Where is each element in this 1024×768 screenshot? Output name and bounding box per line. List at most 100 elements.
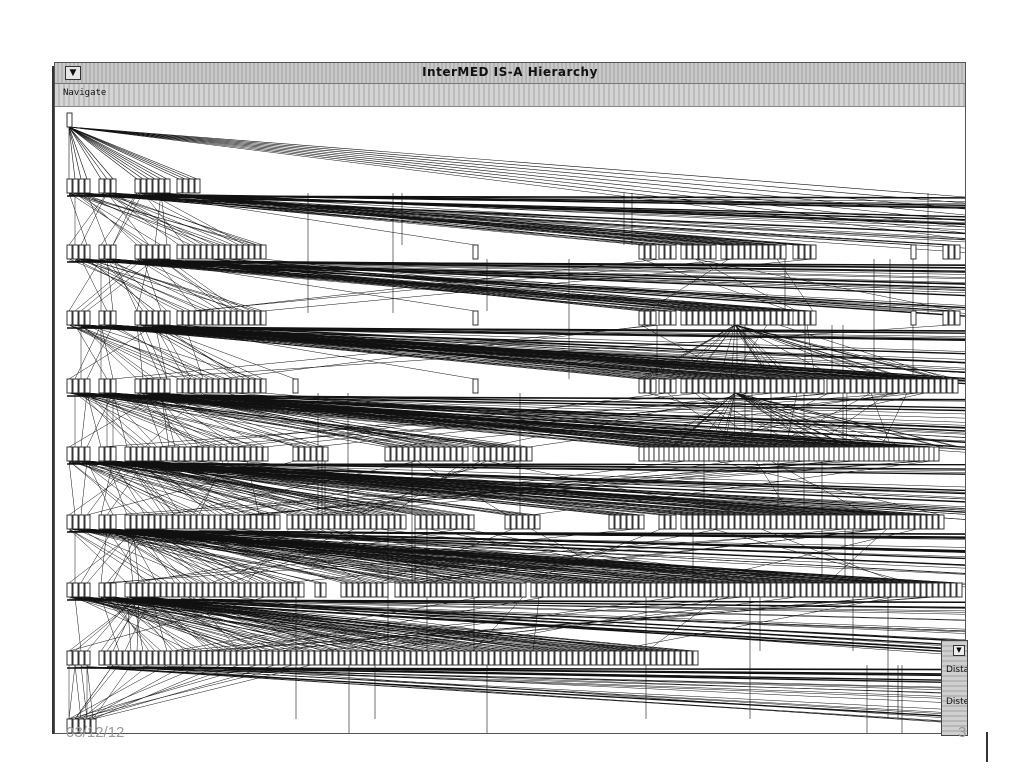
concept-node[interactable]	[728, 310, 735, 326]
concept-node[interactable]	[868, 378, 875, 394]
concept-node[interactable]	[502, 446, 509, 462]
concept-node[interactable]	[698, 378, 705, 394]
concept-node[interactable]	[710, 582, 717, 598]
concept-node[interactable]	[84, 582, 91, 598]
concept-node[interactable]	[843, 446, 850, 462]
concept-node[interactable]	[510, 514, 517, 530]
concept-node[interactable]	[716, 378, 723, 394]
concept-node[interactable]	[78, 582, 85, 598]
concept-node[interactable]	[710, 514, 717, 530]
concept-node[interactable]	[746, 378, 753, 394]
concept-node[interactable]	[722, 378, 729, 394]
concept-node[interactable]	[190, 514, 197, 530]
concept-node[interactable]	[752, 514, 759, 530]
concept-node[interactable]	[78, 244, 85, 260]
concept-node[interactable]	[798, 446, 805, 462]
concept-node[interactable]	[508, 446, 515, 462]
concept-node[interactable]	[84, 310, 91, 326]
concept-node[interactable]	[664, 310, 671, 326]
concept-node[interactable]	[140, 378, 147, 394]
concept-node[interactable]	[770, 514, 777, 530]
concept-node[interactable]	[902, 582, 909, 598]
concept-node[interactable]	[638, 378, 645, 394]
concept-node[interactable]	[148, 446, 155, 462]
concept-node[interactable]	[692, 378, 699, 394]
concept-node[interactable]	[176, 178, 183, 194]
concept-node[interactable]	[476, 650, 483, 666]
concept-node[interactable]	[160, 514, 167, 530]
concept-node[interactable]	[704, 378, 711, 394]
concept-node[interactable]	[528, 514, 535, 530]
concept-node[interactable]	[98, 310, 105, 326]
concept-node[interactable]	[626, 582, 633, 598]
concept-node[interactable]	[916, 378, 923, 394]
concept-node[interactable]	[752, 378, 759, 394]
concept-node[interactable]	[428, 650, 435, 666]
concept-node[interactable]	[608, 650, 615, 666]
concept-node[interactable]	[394, 582, 401, 598]
concept-node[interactable]	[110, 310, 117, 326]
concept-node[interactable]	[838, 378, 845, 394]
concept-node[interactable]	[140, 650, 147, 666]
concept-node[interactable]	[304, 446, 311, 462]
concept-node[interactable]	[823, 446, 830, 462]
concept-node[interactable]	[404, 650, 411, 666]
concept-node[interactable]	[662, 582, 669, 598]
concept-node[interactable]	[316, 514, 323, 530]
concept-node[interactable]	[686, 378, 693, 394]
concept-node[interactable]	[362, 650, 369, 666]
concept-node[interactable]	[946, 378, 953, 394]
concept-node[interactable]	[218, 244, 225, 260]
concept-node[interactable]	[196, 514, 203, 530]
concept-node[interactable]	[78, 514, 85, 530]
concept-node[interactable]	[670, 244, 677, 260]
concept-node[interactable]	[626, 650, 633, 666]
concept-node[interactable]	[274, 514, 281, 530]
concept-node[interactable]	[954, 244, 961, 260]
concept-node[interactable]	[692, 514, 699, 530]
concept-node[interactable]	[566, 650, 573, 666]
concept-node[interactable]	[158, 244, 165, 260]
concept-node[interactable]	[934, 378, 941, 394]
concept-node[interactable]	[320, 650, 327, 666]
dialog-menu-icon[interactable]: ▼	[953, 645, 965, 656]
concept-node[interactable]	[800, 514, 807, 530]
concept-node[interactable]	[740, 514, 747, 530]
concept-node[interactable]	[260, 244, 267, 260]
concept-node[interactable]	[66, 178, 73, 194]
concept-node[interactable]	[824, 514, 831, 530]
concept-node[interactable]	[188, 378, 195, 394]
concept-node[interactable]	[506, 650, 513, 666]
concept-node[interactable]	[638, 310, 645, 326]
concept-node[interactable]	[158, 310, 165, 326]
concept-node[interactable]	[478, 582, 485, 598]
concept-node[interactable]	[848, 582, 855, 598]
concept-node[interactable]	[188, 650, 195, 666]
concept-node[interactable]	[194, 178, 201, 194]
concept-node[interactable]	[686, 310, 693, 326]
concept-node[interactable]	[368, 650, 375, 666]
concept-node[interactable]	[166, 446, 173, 462]
concept-node[interactable]	[110, 244, 117, 260]
concept-node[interactable]	[292, 378, 299, 394]
concept-node[interactable]	[534, 514, 541, 530]
concept-node[interactable]	[226, 514, 233, 530]
concept-node[interactable]	[948, 244, 955, 260]
concept-node[interactable]	[244, 514, 251, 530]
concept-node[interactable]	[208, 514, 215, 530]
concept-node[interactable]	[184, 446, 191, 462]
concept-node[interactable]	[794, 378, 801, 394]
concept-node[interactable]	[554, 582, 561, 598]
concept-node[interactable]	[72, 310, 79, 326]
concept-node[interactable]	[788, 582, 795, 598]
concept-node[interactable]	[686, 514, 693, 530]
concept-node[interactable]	[770, 310, 777, 326]
concept-node[interactable]	[658, 244, 665, 260]
concept-node[interactable]	[668, 582, 675, 598]
concept-node[interactable]	[172, 446, 179, 462]
concept-node[interactable]	[84, 178, 91, 194]
concept-node[interactable]	[614, 650, 621, 666]
concept-node[interactable]	[933, 446, 940, 462]
concept-node[interactable]	[380, 650, 387, 666]
concept-node[interactable]	[590, 650, 597, 666]
